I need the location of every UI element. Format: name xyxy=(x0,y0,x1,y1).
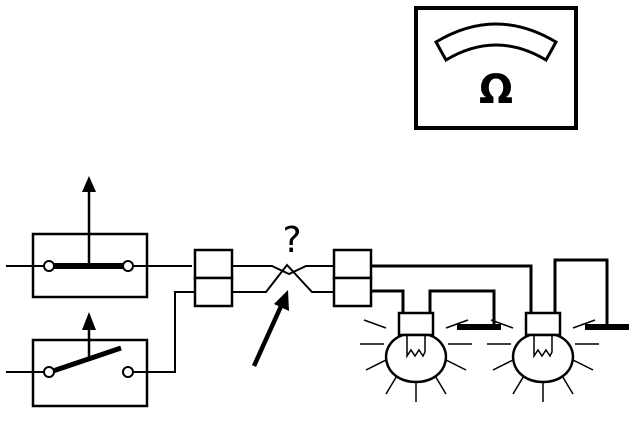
lamp-right-bulb xyxy=(511,333,575,384)
arrow-head-icon xyxy=(274,290,289,311)
wire-harness-right xyxy=(371,258,629,330)
lamp-right-base xyxy=(524,311,562,337)
lower-switch xyxy=(6,291,195,408)
ohmmeter-scale-arc xyxy=(433,22,559,63)
up-arrow-icon xyxy=(82,312,96,330)
fault-pointer-arrow xyxy=(251,303,285,367)
lower-switch-terminal-right xyxy=(122,366,134,378)
ohm-symbol: Ω xyxy=(479,67,513,113)
lower-switch-blade xyxy=(49,345,122,375)
lower-switch-terminal-left xyxy=(43,366,55,378)
lamp-right xyxy=(487,311,599,402)
lamp-left-base xyxy=(397,311,435,337)
wire-harness-middle: ? xyxy=(232,220,334,367)
fault-question-mark: ? xyxy=(282,220,301,261)
lamp-left-bulb xyxy=(384,333,448,384)
upper-switch-terminal-right xyxy=(122,260,134,272)
lamp-right-filament xyxy=(533,335,553,359)
wire-lower xyxy=(232,263,334,293)
ohmmeter: Ω xyxy=(414,6,578,130)
lamp-left xyxy=(360,311,472,402)
connector-left xyxy=(193,248,234,308)
upper-switch xyxy=(6,176,192,299)
upper-switch-terminal-left xyxy=(43,260,55,272)
ohmmeter-case xyxy=(414,6,578,130)
lamp-left-filament xyxy=(406,335,426,359)
connector-right xyxy=(332,248,373,308)
wire-upper xyxy=(232,265,334,276)
up-arrow-icon xyxy=(82,176,96,192)
